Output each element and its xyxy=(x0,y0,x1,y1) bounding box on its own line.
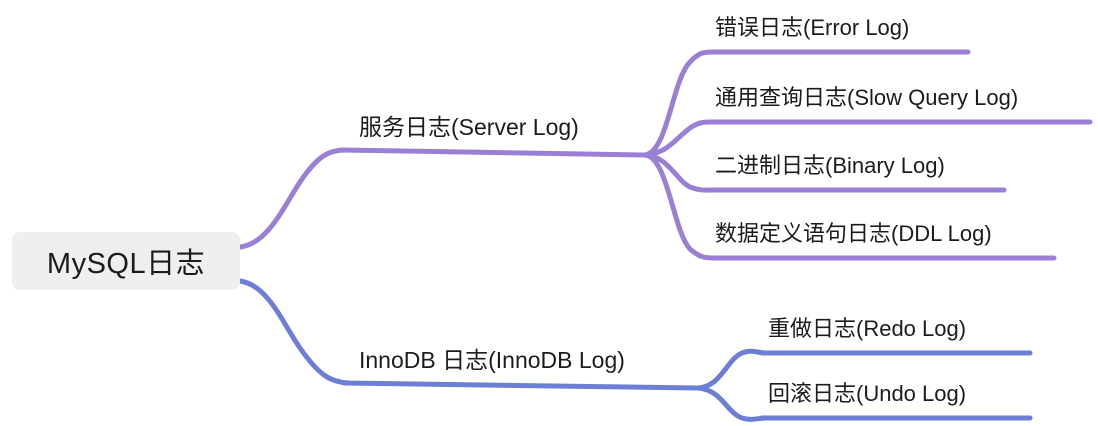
leaf-node-error-log-label: 错误日志(Error Log) xyxy=(715,15,910,40)
branch-node-server-log-label: 服务日志(Server Log) xyxy=(359,114,579,140)
server-to-slowquery-link xyxy=(642,119,719,158)
server-to-binary-link xyxy=(642,152,719,193)
server-to-ddl-link xyxy=(642,152,719,261)
innodb-to-redo-link xyxy=(695,348,769,391)
leaf-node-slow-query-log[interactable]: 通用查询日志(Slow Query Log) xyxy=(715,87,1018,109)
leaf-node-error-log[interactable]: 错误日志(Error Log) xyxy=(715,17,909,39)
branch-node-server-log[interactable]: 服务日志(Server Log) xyxy=(359,116,579,139)
innodb-underline xyxy=(341,380,701,391)
root-node-label: MySQL日志 xyxy=(46,248,206,280)
leaf-node-slow-query-log-label: 通用查询日志(Slow Query Log) xyxy=(715,85,1019,110)
server-to-error-link xyxy=(642,49,719,158)
leaf-node-ddl-log[interactable]: 数据定义语句日志(DDL Log) xyxy=(715,223,992,245)
leaf-node-undo-log[interactable]: 回滚日志(Undo Log) xyxy=(768,383,966,405)
branch-node-innodb-log-label: InnoDB 日志(InnoDB Log) xyxy=(359,347,625,373)
leaf-node-binary-log-label: 二进制日志(Binary Log) xyxy=(715,153,945,178)
leaf-node-ddl-log-label: 数据定义语句日志(DDL Log) xyxy=(715,221,992,246)
root-to-server-link xyxy=(237,147,348,250)
root-to-innodb-link xyxy=(237,278,351,386)
leaf-node-undo-log-label: 回滚日志(Undo Log) xyxy=(768,381,967,406)
innodb-to-undo-link xyxy=(695,385,769,422)
leaf-node-binary-log[interactable]: 二进制日志(Binary Log) xyxy=(715,155,945,177)
leaf-node-redo-log-label: 重做日志(Redo Log) xyxy=(768,316,967,341)
root-node-mysql-log[interactable]: MySQL日志 xyxy=(12,232,240,290)
branch-node-innodb-log[interactable]: InnoDB 日志(InnoDB Log) xyxy=(359,349,625,372)
server-underline xyxy=(338,147,648,158)
leaf-node-redo-log[interactable]: 重做日志(Redo Log) xyxy=(768,318,966,340)
